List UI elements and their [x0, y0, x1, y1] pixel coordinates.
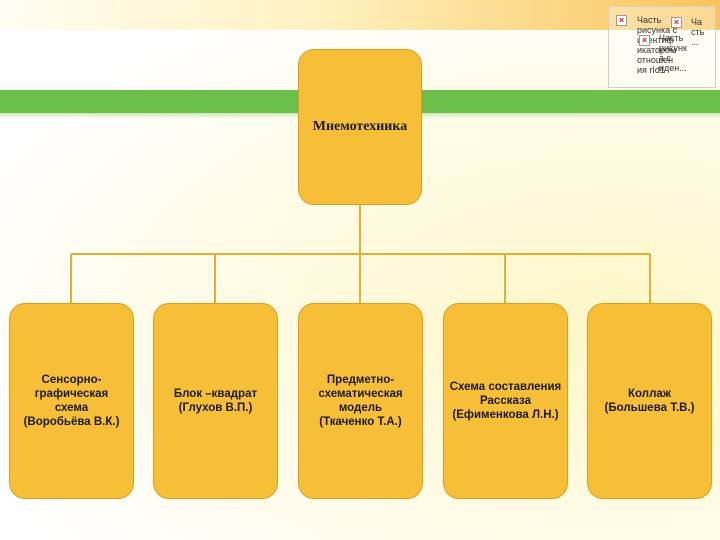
child-node-label: Блок –квадрат (Глухов В.П.): [173, 388, 258, 414]
child-node-block-square: Блок –квадрат (Глухов В.П.): [153, 303, 278, 499]
broken-image-caption-1: Часть рисунка с идентиф икатором отношен…: [637, 15, 678, 75]
broken-image-icon: ×: [671, 17, 682, 28]
child-node-collage: Коллаж (Большева Т.В.): [587, 303, 712, 499]
broken-image-placeholders: × Часть рисунка с идентиф икатором отнош…: [608, 6, 716, 88]
child-node-sensory-graphic-scheme: Сенсорно- графическая схема (Воробьёва В…: [9, 303, 134, 499]
top-gradient-band: [0, 0, 720, 30]
child-node-subject-schematic-model: Предметно- схематическая модель (Ткаченк…: [298, 303, 423, 499]
broken-image-icon: ×: [616, 15, 627, 26]
broken-image-caption-3: Ча сть ...: [691, 17, 705, 47]
child-node-label: Сенсорно- графическая схема (Воробьёва В…: [23, 374, 120, 428]
broken-image-icon: ×: [639, 35, 650, 46]
child-node-label: Коллаж (Большева Т.В.): [604, 388, 695, 414]
root-node-label: Мнемотехника: [312, 119, 408, 134]
broken-image-caption-2: Часть рисунк а с иден...: [659, 33, 687, 73]
child-node-story-scheme: Схема составления Рассказа (Ефименкова Л…: [443, 303, 568, 499]
child-node-label: Предметно- схематическая модель (Ткаченк…: [318, 374, 403, 428]
root-node-mnemotechnics: Мнемотехника: [298, 49, 422, 205]
child-node-label: Схема составления Рассказа (Ефименкова Л…: [449, 381, 562, 421]
